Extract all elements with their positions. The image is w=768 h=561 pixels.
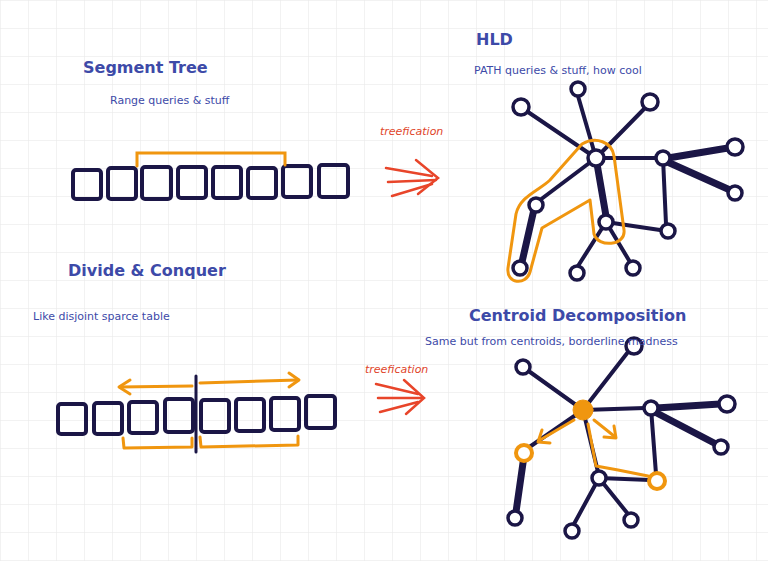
- arrow-label: treefication: [365, 363, 428, 376]
- section-note: Range queries & stuff: [110, 94, 229, 107]
- array-cells: [73, 165, 348, 199]
- section-note: Like disjoint sparce table: [33, 310, 170, 323]
- section-heading: Segment Tree: [83, 58, 208, 77]
- heavy-path-outline: [508, 140, 624, 281]
- section-heading: Divide & Conquer: [68, 261, 226, 280]
- section-note: PATH queries & stuff, how cool: [474, 64, 642, 77]
- divider-line: [195, 376, 198, 452]
- treefication-arrow: [376, 380, 424, 414]
- centroid-tree: [508, 338, 735, 538]
- arrow-label: treefication: [380, 125, 443, 138]
- section-note: Same but from centroids, borderline madn…: [425, 335, 678, 348]
- section-heading: Centroid Decomposition: [469, 306, 686, 325]
- range-bracket: [137, 153, 285, 166]
- centroid-arrows: [538, 420, 648, 476]
- section-heading: HLD: [476, 30, 513, 49]
- divide-arrows: [119, 373, 299, 448]
- treefication-arrow: [386, 160, 438, 196]
